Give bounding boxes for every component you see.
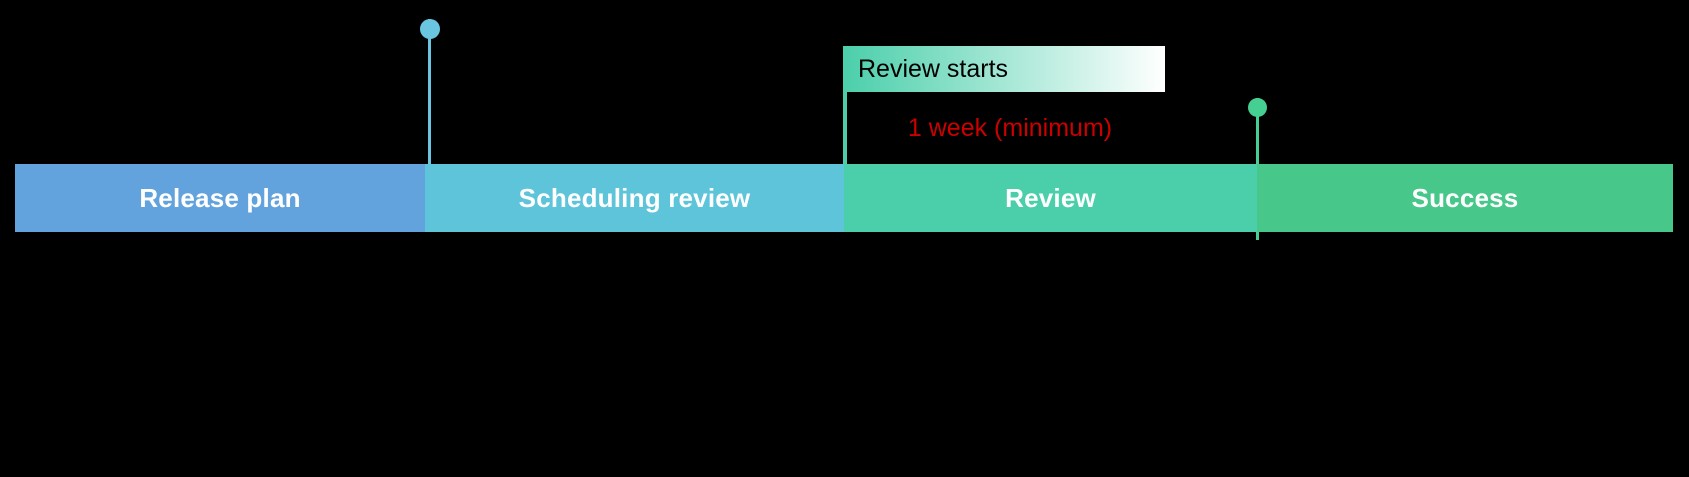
timeline-bar: Release plan Scheduling review Review Su… xyxy=(15,164,1673,232)
marker-dot-icon[interactable] xyxy=(1248,98,1267,117)
review-starts-label: Review starts xyxy=(858,54,1009,83)
phase-label: Success xyxy=(1411,183,1519,213)
phase-label: Review xyxy=(1005,183,1096,213)
review-start-rule xyxy=(843,92,847,164)
marker-dot-icon[interactable] xyxy=(419,19,440,39)
phase-label: Scheduling review xyxy=(518,183,751,213)
phase-label: Release plan xyxy=(139,183,301,213)
timeline-phase-release-plan[interactable]: Release plan xyxy=(15,164,425,232)
timeline-phase-success[interactable]: Success xyxy=(1257,164,1673,232)
timeline-phase-review[interactable]: Review xyxy=(844,164,1257,232)
marker-stem-line xyxy=(428,19,431,164)
duration-annotation: 1 week (minimum) xyxy=(907,114,1113,142)
timeline-phase-scheduling-review[interactable]: Scheduling review xyxy=(425,164,844,232)
review-starts-callout: Review starts xyxy=(843,46,1165,92)
